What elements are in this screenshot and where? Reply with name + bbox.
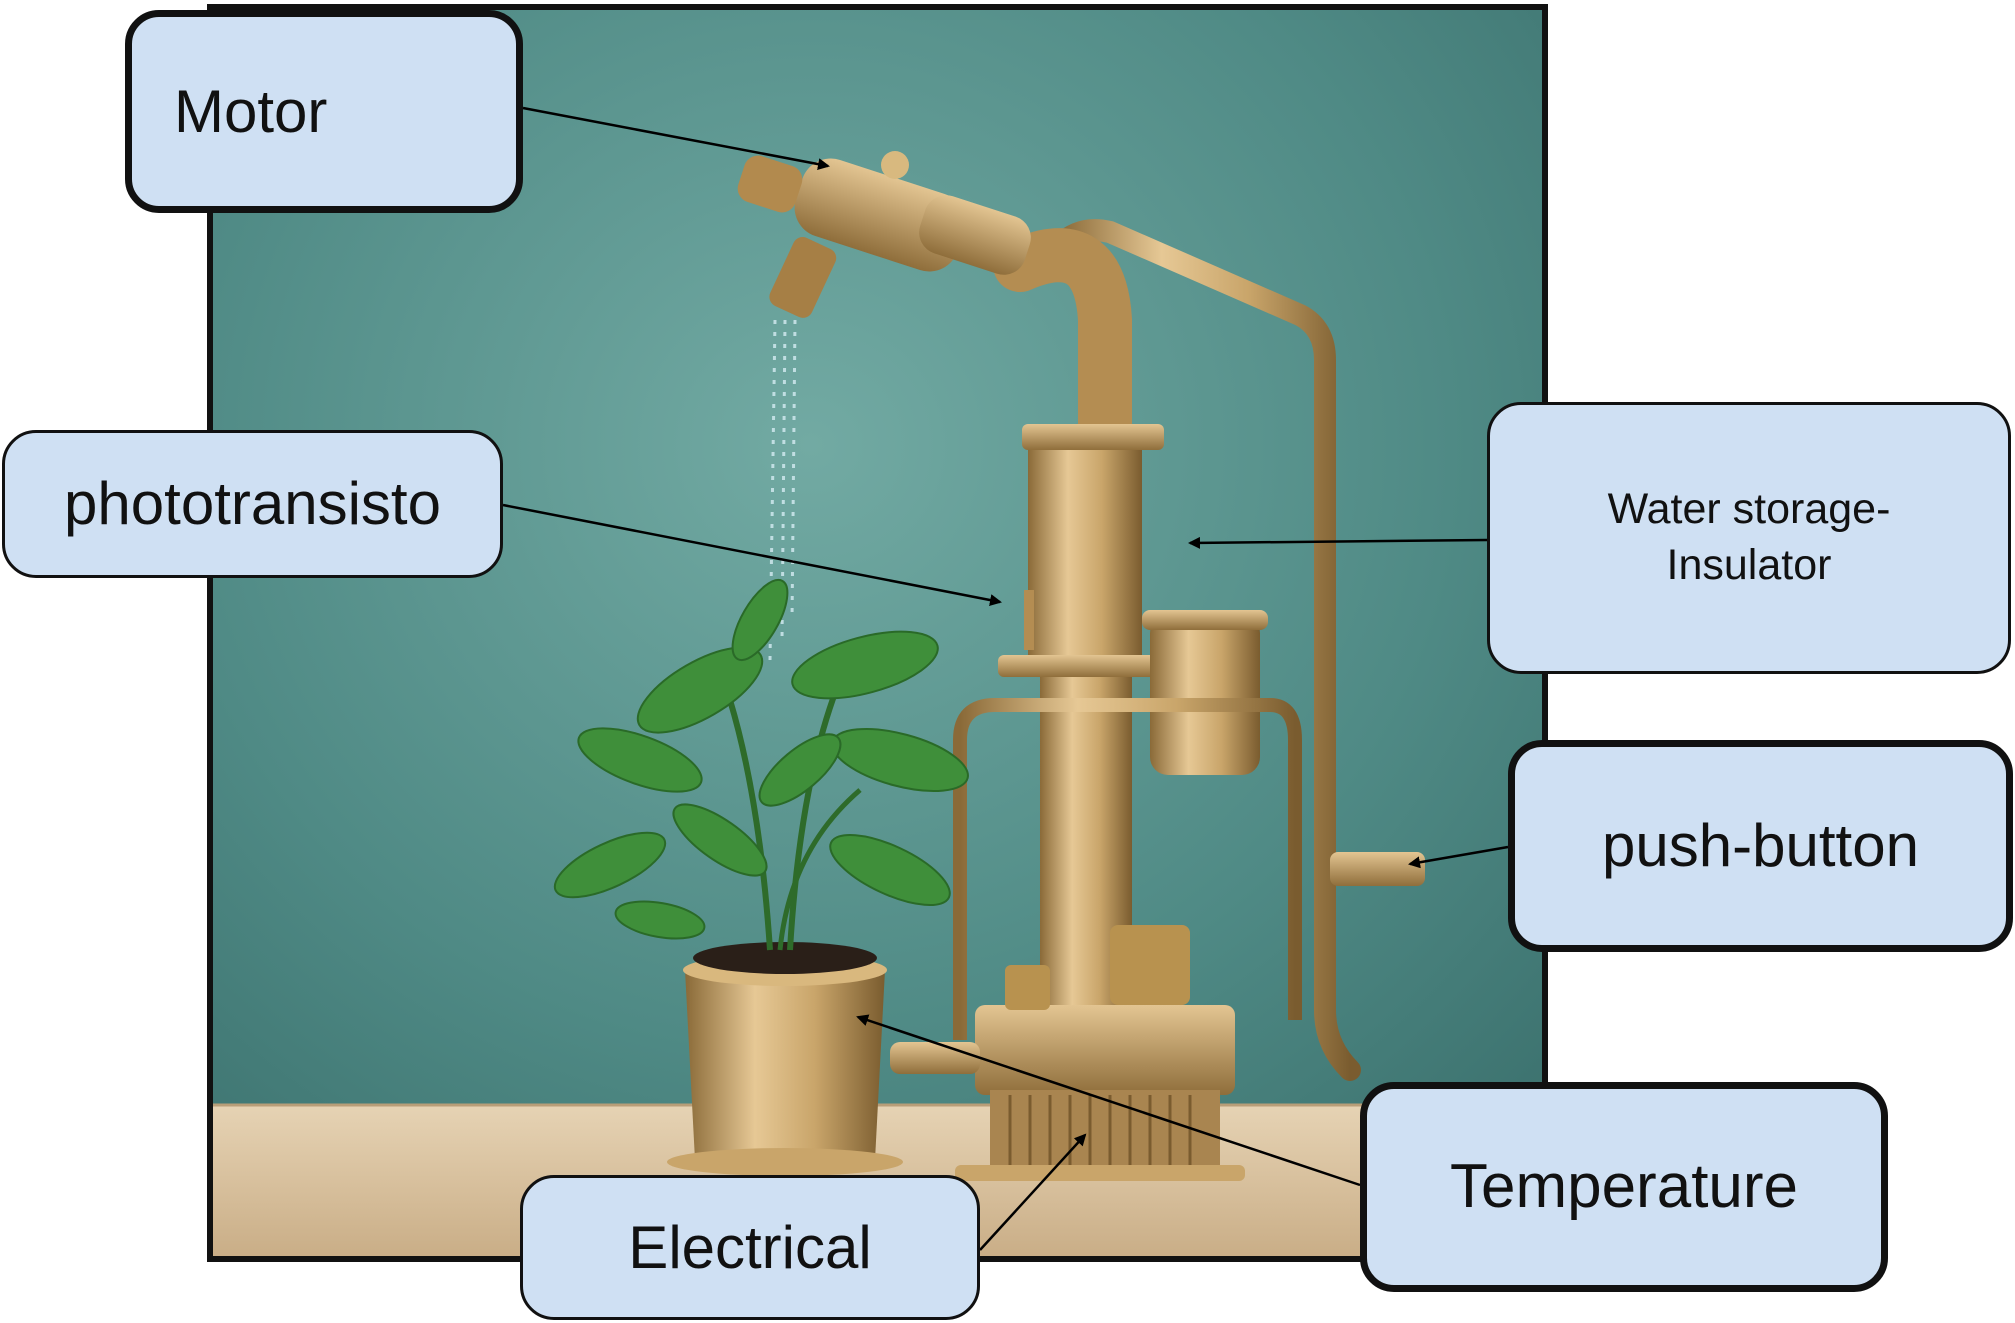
label-phototransistor: phototransisto [2,430,503,578]
label-push-button-text: push-button [1602,812,1919,879]
label-temperature-text: Temperature [1449,1151,1799,1221]
label-motor-text: Motor [174,77,328,145]
base-fins [990,1090,1220,1170]
label-water-storage-text: Water storage- Insulator [1607,485,1891,589]
label-phototransistor-text: phototransisto [64,470,441,537]
plant-pot [685,970,885,1160]
label-push-button: push-button [1508,740,2013,952]
push-button-stub [1330,852,1425,886]
base-plate [955,1165,1245,1181]
arrow-temperature [856,1014,1361,1187]
arrow-motor [522,106,830,171]
pot-saucer [667,1148,903,1176]
motor-head [737,151,1031,318]
gooseneck-pipe [993,228,1132,457]
base-upper [975,1005,1235,1095]
main-column-upper [1028,430,1142,660]
label-motor: Motor [125,10,523,213]
return-pipe [1049,219,1361,1081]
sensor-pin [1024,590,1034,650]
label-electrical-text: Electrical [628,1213,872,1281]
pot-connector [890,1042,980,1074]
callout-arrows [502,106,1509,1251]
side-reservoir [1150,615,1260,775]
label-temperature: Temperature [1360,1082,1888,1292]
arrow-phototransistor [502,503,1002,606]
label-electrical: Electrical [520,1175,980,1320]
plant [553,579,969,951]
arrow-electrical [979,1133,1087,1251]
arrow-push-button [1408,845,1509,869]
label-water-storage: Water storage- Insulator [1487,402,2011,674]
arrow-water-storage [1188,536,1488,549]
loop-pipe [953,698,1302,1040]
